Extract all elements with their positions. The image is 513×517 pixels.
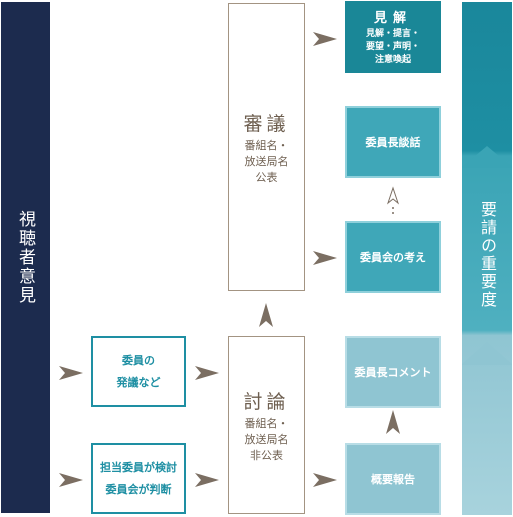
committee-review-line2: 委員会が判断 <box>105 482 172 496</box>
opinion-line3: 注意喚起 <box>374 55 411 65</box>
committee-discussion-box: 委員の 発議など <box>91 336 186 407</box>
deliberation-title: 審議 <box>243 112 290 135</box>
opinion-title: 見解 <box>373 11 412 26</box>
arrow-to-opinion <box>313 32 337 46</box>
opinion-line2: 要望・声明・ <box>365 42 420 52</box>
opinion-box: 見解 見解・提言・ 要望・声明・ 注意喚起 <box>345 1 441 73</box>
arrow-summary-to-comment <box>386 410 400 434</box>
debate-box: 討論 番組名・ 放送局名 非公表 <box>228 336 305 514</box>
committee-view-label: 委員会の考え <box>360 251 426 264</box>
arrow-debate-to-deliberation <box>259 303 273 327</box>
committee-view-box: 委員会の考え <box>345 221 441 293</box>
arrow-view-to-chair-statement <box>386 186 400 205</box>
arrow-to-summary-report <box>313 473 337 487</box>
debate-line2: 放送局名 <box>244 432 289 446</box>
arrow-viewer-to-review <box>59 473 83 487</box>
deliberation-line1: 番組名・ <box>244 138 289 152</box>
deliberation-line3: 公表 <box>255 170 278 184</box>
deliberation-line2: 放送局名 <box>244 154 289 168</box>
viewer-opinion-bar: 視聴者意見 <box>1 2 50 513</box>
arrow-viewer-to-discussion <box>59 366 83 380</box>
chair-comment-label: 委員長コメント <box>354 366 432 379</box>
arrow-dot-1 <box>392 207 394 209</box>
committee-review-line1: 担当委員が検討 <box>100 460 177 474</box>
arrow-discussion-to-debate <box>195 366 219 380</box>
opinion-line1: 見解・提言・ <box>365 29 420 39</box>
viewer-opinion-label: 視聴者意見 <box>15 210 35 305</box>
arrow-review-to-debate <box>195 473 219 487</box>
debate-title: 討論 <box>243 390 290 413</box>
summary-report-label: 概要報告 <box>371 473 415 486</box>
deliberation-box: 審議 番組名・ 放送局名 公表 <box>228 3 305 291</box>
debate-line3: 非公表 <box>250 448 283 462</box>
committee-discussion-line2: 発議など <box>116 375 161 389</box>
chair-statement-label: 委員長談話 <box>365 136 421 149</box>
arrow-dot-2 <box>392 212 394 214</box>
chair-comment-box: 委員長コメント <box>345 336 441 408</box>
arrow-to-committee-view <box>313 251 337 265</box>
importance-label-wrap: 要請の重要度 <box>462 160 512 350</box>
summary-report-box: 概要報告 <box>345 443 441 515</box>
committee-discussion-line1: 委員の <box>122 353 155 367</box>
chair-statement-box: 委員長談話 <box>345 106 441 178</box>
importance-arrow-bar <box>462 2 512 515</box>
committee-review-box: 担当委員が検討 委員会が判断 <box>91 443 186 514</box>
debate-line1: 番組名・ <box>244 416 289 430</box>
importance-label: 要請の重要度 <box>478 201 497 309</box>
